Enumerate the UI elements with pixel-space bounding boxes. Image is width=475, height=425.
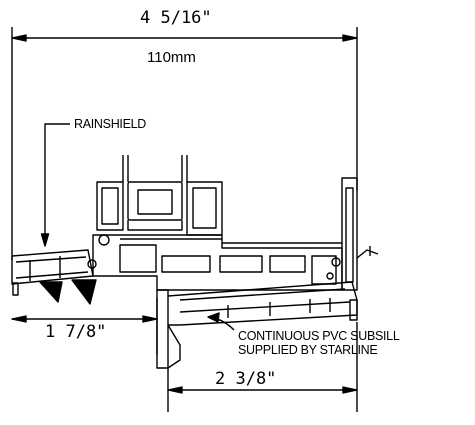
overall-dimension-metric: 110mm	[147, 49, 196, 66]
rainshield-leader	[40, 123, 70, 247]
overall-dimension-imperial: 4 5/16"	[140, 8, 212, 28]
subsill-leader	[207, 312, 235, 331]
rainshield-label: RAINSHIELD	[74, 117, 147, 131]
subsill-label-line1: CONTINUOUS PVC SUBSILL	[238, 329, 400, 343]
rainshield-profile	[11, 249, 94, 296]
overall-dimension-line	[11, 27, 358, 260]
weep-teeth	[39, 279, 97, 305]
left-depth-dimension-line	[11, 298, 158, 355]
frame-profile	[87, 177, 358, 291]
glazing-bead	[122, 155, 188, 231]
sill-depth-dimension-line	[167, 322, 358, 412]
subsill-label-line2: SUPPLIED BY STARLINE	[238, 343, 378, 357]
rear-fin	[356, 246, 379, 259]
left-depth-dimension: 1 7/8"	[45, 322, 107, 342]
sill-depth-dimension: 2 3/8"	[215, 369, 277, 389]
